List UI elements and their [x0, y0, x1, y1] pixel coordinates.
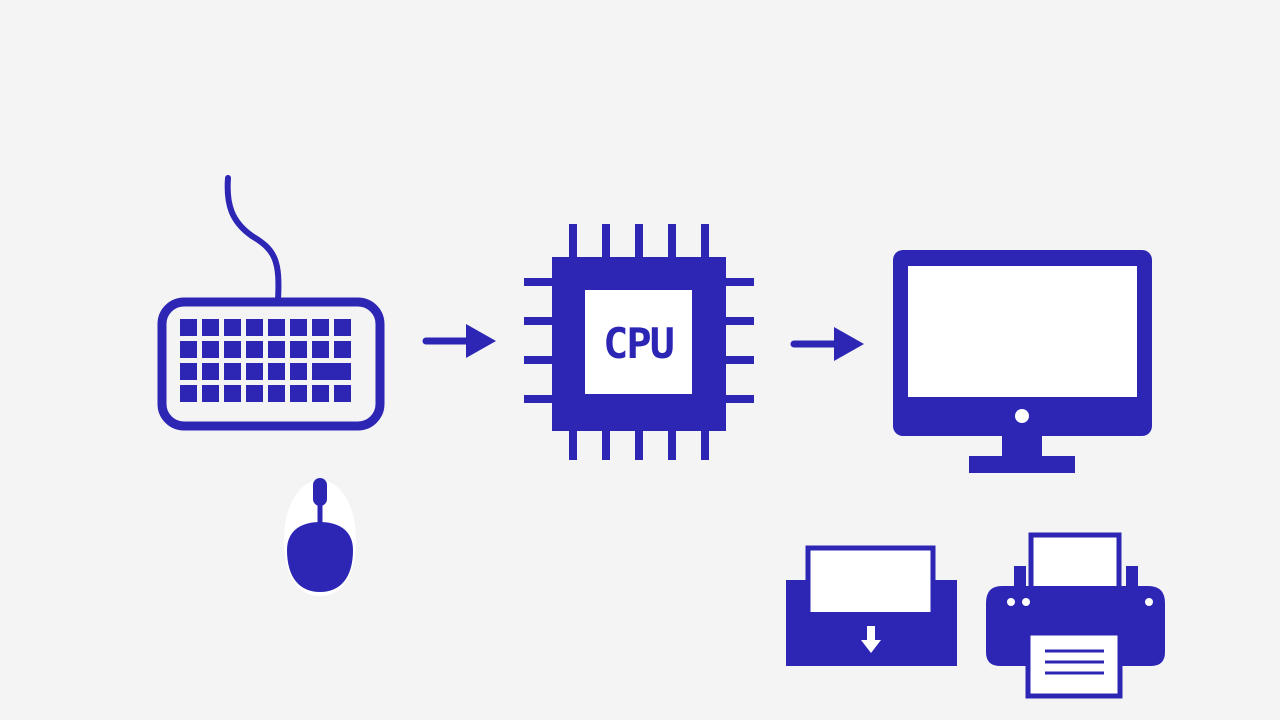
keyboard-key: [268, 385, 285, 402]
cpu-pin: [524, 278, 556, 286]
cpu-pin: [722, 356, 754, 364]
cpu-pin: [668, 428, 676, 460]
keyboard-key: [224, 385, 241, 402]
cpu-pin: [524, 395, 556, 403]
monitor-power-led: [1015, 409, 1029, 423]
printer-lid-right: [1126, 566, 1138, 588]
cpu-pin: [635, 428, 643, 460]
keyboard-key: [180, 319, 197, 336]
cpu-pin: [635, 224, 643, 260]
keyboard-key: [202, 385, 219, 402]
keyboard-key: [312, 363, 351, 380]
printer-lid-left: [1014, 566, 1026, 588]
cpu-pin: [602, 428, 610, 460]
keyboard-key: [224, 319, 241, 336]
cpu-pins: [524, 224, 754, 460]
cpu-chip-icon: CPU: [524, 224, 754, 460]
keyboard-key: [224, 341, 241, 358]
keyboard-key: [202, 319, 219, 336]
keyboard-key: [312, 385, 329, 402]
printer-icon: [986, 532, 1165, 699]
printer-output-paper: [1025, 630, 1123, 699]
cpu-pin: [722, 317, 754, 325]
printer-led: [1007, 598, 1015, 606]
keyboard-key: [312, 319, 329, 336]
cpu-pin: [569, 428, 577, 460]
tray-paper: [805, 545, 936, 621]
keyboard-key: [334, 319, 351, 336]
monitor-stand-base: [969, 456, 1075, 473]
monitor-stand-neck: [1002, 434, 1042, 460]
cpu-pin: [524, 356, 556, 364]
cpu-label: CPU: [603, 319, 674, 368]
keyboard-cable: [224, 175, 282, 303]
keyboard-key: [290, 363, 307, 380]
down-arrow-icon: [861, 626, 881, 653]
mouse-icon: [284, 478, 356, 596]
keyboard-key: [180, 363, 197, 380]
keyboard-body: [157, 297, 385, 431]
keyboard-key: [246, 341, 263, 358]
keyboard-key: [246, 363, 263, 380]
keyboard-icon: [157, 175, 385, 431]
keyboard-key: [202, 363, 219, 380]
keyboard-key: [202, 341, 219, 358]
printed-text-lines: [1045, 649, 1104, 675]
cpu-pin: [701, 428, 709, 460]
keyboard-keys: [180, 319, 351, 402]
keyboard-key: [180, 341, 197, 358]
arrow-right-icon: [790, 327, 864, 361]
monitor-screen: [908, 266, 1137, 397]
keyboard-key: [290, 341, 307, 358]
cpu-pin: [701, 224, 709, 260]
mouse-body: [287, 522, 353, 592]
keyboard-key: [224, 363, 241, 380]
cpu-pin: [524, 317, 556, 325]
output-tray-icon: [786, 545, 957, 666]
keyboard-key: [290, 385, 307, 402]
keyboard-key: [290, 319, 307, 336]
printer-led: [1145, 598, 1153, 606]
cpu-pin: [569, 224, 577, 260]
keyboard-key: [180, 385, 197, 402]
mouse-wheel: [313, 478, 327, 506]
arrow-right-icon: [422, 324, 496, 358]
keyboard-key: [268, 341, 285, 358]
cpu-pin: [668, 224, 676, 260]
keyboard-key: [246, 319, 263, 336]
keyboard-key: [268, 319, 285, 336]
keyboard-key: [334, 341, 351, 358]
tray-body: [786, 580, 957, 666]
keyboard-key: [268, 363, 285, 380]
keyboard-key: [246, 385, 263, 402]
cpu-pin: [722, 395, 754, 403]
printer-led: [1022, 598, 1030, 606]
keyboard-key: [334, 385, 351, 402]
keyboard-key: [312, 341, 329, 358]
cpu-pin: [722, 278, 754, 286]
cpu-core: [585, 290, 692, 394]
cpu-pin: [602, 224, 610, 260]
monitor-icon: [893, 250, 1152, 473]
